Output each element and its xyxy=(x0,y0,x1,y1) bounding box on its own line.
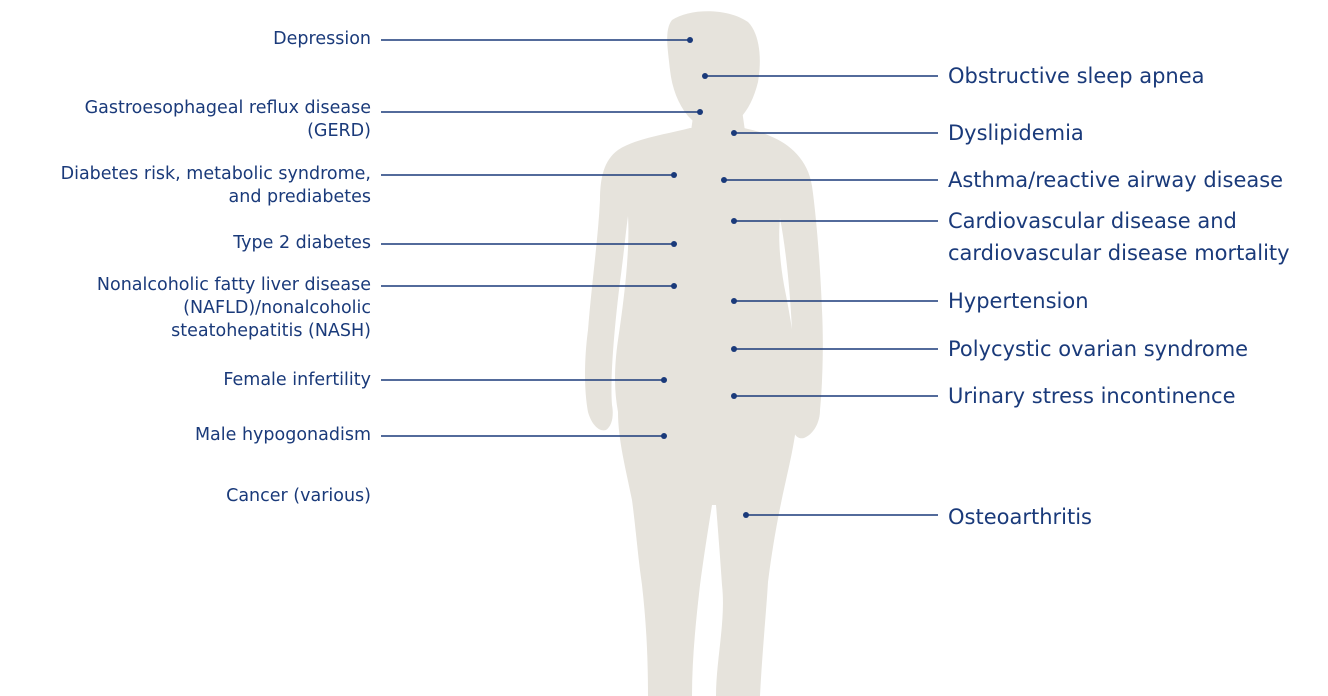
label-urinary-stress-incontinence: Urinary stress incontinence xyxy=(948,380,1236,412)
label-polycystic-ovarian-syndrome: Polycystic ovarian syndrome xyxy=(948,333,1248,365)
human-body-silhouette-icon xyxy=(585,11,823,696)
label-line: Female infertility xyxy=(223,369,371,392)
right-connector-5-dot xyxy=(731,346,737,352)
label-line: (NAFLD)/nonalcoholic xyxy=(97,297,371,320)
label-hypertension: Hypertension xyxy=(948,285,1089,317)
label-line: Nonalcoholic fatty liver disease xyxy=(97,274,371,297)
label-line: Urinary stress incontinence xyxy=(948,380,1236,412)
label-line: Cardiovascular disease and xyxy=(948,205,1290,237)
label-cardiovascular-disease: Cardiovascular disease and cardiovascula… xyxy=(948,205,1290,269)
label-gerd: Gastroesophageal reflux disease (GERD) xyxy=(85,97,371,143)
right-connector-2-dot xyxy=(721,177,727,183)
right-connector-6-dot xyxy=(731,393,737,399)
left-connector-5-dot xyxy=(661,377,667,383)
label-line: Cancer (various) xyxy=(226,485,371,508)
label-line: Diabetes risk, metabolic syndrome, xyxy=(61,163,371,186)
left-connector-6-dot xyxy=(661,433,667,439)
label-nafld-nash: Nonalcoholic fatty liver disease (NAFLD)… xyxy=(97,274,371,343)
label-line: Male hypogonadism xyxy=(195,424,371,447)
label-line: Gastroesophageal reflux disease xyxy=(85,97,371,120)
label-diabetes-risk: Diabetes risk, metabolic syndrome, and p… xyxy=(61,163,371,209)
label-line: Dyslipidemia xyxy=(948,117,1084,149)
label-depression: Depression xyxy=(273,28,371,51)
label-dyslipidemia: Dyslipidemia xyxy=(948,117,1084,149)
label-line: Hypertension xyxy=(948,285,1089,317)
right-connector-0-dot xyxy=(702,73,708,79)
left-connector-1-dot xyxy=(697,109,703,115)
label-line: Polycystic ovarian syndrome xyxy=(948,333,1248,365)
label-asthma: Asthma/reactive airway disease xyxy=(948,164,1283,196)
label-line: and prediabetes xyxy=(61,186,371,209)
left-connector-0-dot xyxy=(687,37,693,43)
label-osteoarthritis: Osteoarthritis xyxy=(948,501,1092,533)
left-connector-3-dot xyxy=(671,241,677,247)
silhouette-head xyxy=(667,11,760,124)
right-connector-7-dot xyxy=(743,512,749,518)
left-connector-4-dot xyxy=(671,283,677,289)
label-line: (GERD) xyxy=(85,120,371,143)
left-connector-2-dot xyxy=(671,172,677,178)
label-line: steatohepatitis (NASH) xyxy=(97,320,371,343)
label-line: cardiovascular disease mortality xyxy=(948,237,1290,269)
label-male-hypogonadism: Male hypogonadism xyxy=(195,424,371,447)
label-line: Obstructive sleep apnea xyxy=(948,60,1205,92)
label-type-2-diabetes: Type 2 diabetes xyxy=(233,232,371,255)
right-connector-1-dot xyxy=(731,130,737,136)
label-line: Asthma/reactive airway disease xyxy=(948,164,1283,196)
silhouette-body xyxy=(585,128,823,696)
label-line: Depression xyxy=(273,28,371,51)
label-line: Type 2 diabetes xyxy=(233,232,371,255)
right-connector-4-dot xyxy=(731,298,737,304)
label-female-infertility: Female infertility xyxy=(223,369,371,392)
label-line: Osteoarthritis xyxy=(948,501,1092,533)
label-obstructive-sleep-apnea: Obstructive sleep apnea xyxy=(948,60,1205,92)
label-cancer: Cancer (various) xyxy=(226,485,371,508)
right-connector-3-dot xyxy=(731,218,737,224)
